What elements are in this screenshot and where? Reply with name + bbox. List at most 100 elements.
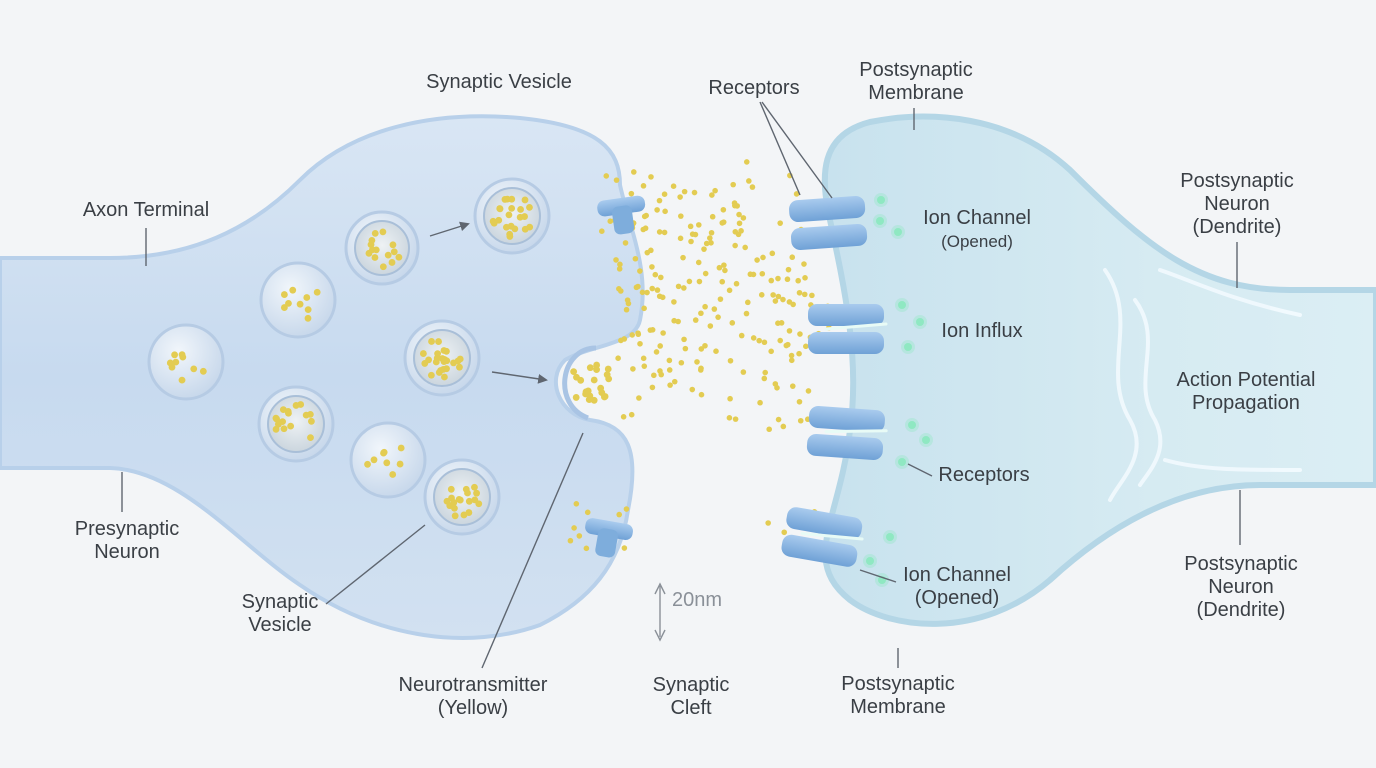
neurotransmitter-dot [781,529,788,536]
neurotransmitter-dot [496,205,504,212]
neurotransmitter-dot [795,277,801,284]
neurotransmitter-dot [675,318,681,325]
neurotransmitter-dot [749,184,756,190]
neurotransmitter-dot [772,381,779,387]
neurotransmitter-dot [635,331,642,338]
neurotransmitter-dot [443,365,450,373]
neurotransmitter-dot [703,240,710,247]
receptor-subunit-top [808,304,884,326]
neurotransmitter-dot [730,181,736,188]
neurotransmitter-dot [571,525,577,531]
neurotransmitter-dot [653,349,660,355]
leader-lines [121,101,1241,669]
neurotransmitter-dot [735,231,742,238]
label-line: Neuron [94,541,160,563]
neurotransmitter-dot [450,499,458,506]
neurotransmitter-dot [590,376,598,384]
neurotransmitter-dot [617,288,624,294]
neurotransmitter-dot [590,396,598,404]
neurotransmitter-dot [447,485,455,493]
label-ion-channel-bottom: Ion Channel (Opened) [903,564,1011,610]
neurotransmitter-dot [302,411,310,419]
ion [898,301,906,309]
neurotransmitter-dot [649,264,655,270]
neurotransmitter-dot [719,278,726,285]
neurotransmitter-dot [654,207,660,213]
receptor-ion-channel [808,304,888,354]
label-line: Postsynaptic [841,673,955,695]
neurotransmitter-dot [709,213,716,220]
neurotransmitter-dot [272,414,280,422]
neurotransmitter-dot [603,173,610,179]
neurotransmitter-dot [171,351,179,359]
label-synaptic-vesicle-bottom: Synaptic Vesicle [242,591,319,637]
neurotransmitter-dot [427,371,435,379]
neurotransmitter-dot [667,382,673,388]
receptor-subunit-top [786,507,863,540]
neurotransmitter-dot [786,328,793,334]
neurotransmitter-dot [775,275,781,282]
ion [866,557,874,565]
neurotransmitter-dot [616,511,623,518]
neurotransmitter-dot [434,350,442,358]
neurotransmitter-dot [421,360,429,367]
neurotransmitter-dot [648,174,654,180]
neurotransmitter-dot [584,509,591,516]
neurotransmitter-dot [289,286,297,294]
neurotransmitter-dot [630,169,637,175]
neurotransmitter-dot [199,367,207,375]
neurotransmitter-dot [607,218,614,225]
neurotransmitter-dot [280,425,288,433]
neurotransmitter-dot [274,420,282,428]
neurotransmitter-dot [456,363,463,371]
presynaptic-channel-bottom [585,518,633,558]
neurotransmitter-dot [801,291,808,298]
neurotransmitter-dot [658,371,665,378]
neurotransmitter-dot [784,276,791,283]
neurotransmitter-dot [726,287,733,294]
neurotransmitter-dot [380,448,388,456]
neurotransmitter-dot [628,411,635,418]
neurotransmitter-dot [652,271,659,278]
receptor-subunit-bottom [808,332,884,354]
neurotransmitter-dot [701,246,707,252]
neurotransmitter-dot [740,369,747,375]
neurotransmitter-dot [661,229,668,236]
neurotransmitter-dot [796,398,803,405]
neurotransmitter-dot [637,340,643,347]
neurotransmitter-dot [756,337,763,344]
neurotransmitter-dot [605,375,613,383]
neurotransmitter-dot [770,292,776,298]
neurotransmitter-dot [809,292,815,299]
ion [877,196,885,204]
receptor-ion-channel [781,507,864,567]
neurotransmitter-dot [803,343,809,350]
label-cleft-width: 20nm [671,589,723,611]
neurotransmitter-dot [505,211,513,219]
neurotransmitter-dot [583,545,590,552]
neurotransmitter-dot [681,188,688,195]
neurotransmitter-dot [743,310,750,317]
neurotransmitter-dot [687,223,694,230]
neurotransmitter-dot [372,246,380,254]
neurotransmitter-dot [178,351,186,359]
neurotransmitter-dot [780,423,787,430]
postsynaptic-receptors [781,196,888,567]
neurotransmitter-dot [640,355,647,362]
label-line: (Opened) [914,587,1000,609]
neurotransmitter-dot [689,386,696,393]
neurotransmitter-dot [389,471,397,478]
neurotransmitter-dot [389,241,397,249]
label-receptors-top: Receptors [708,77,800,99]
neurotransmitter-dot [464,489,471,497]
neurotransmitter-dot [304,314,312,322]
neurotransmitter-dot [506,233,514,240]
neurotransmitter-dot [280,304,288,311]
label-receptors-mid: Receptors [938,464,1030,486]
neurotransmitter-dot [796,289,803,296]
leader-receptors-mid [907,463,933,477]
neurotransmitter-dot [616,266,623,272]
neurotransmitter-dot [313,288,321,296]
neurotransmitter-dot [707,235,713,241]
